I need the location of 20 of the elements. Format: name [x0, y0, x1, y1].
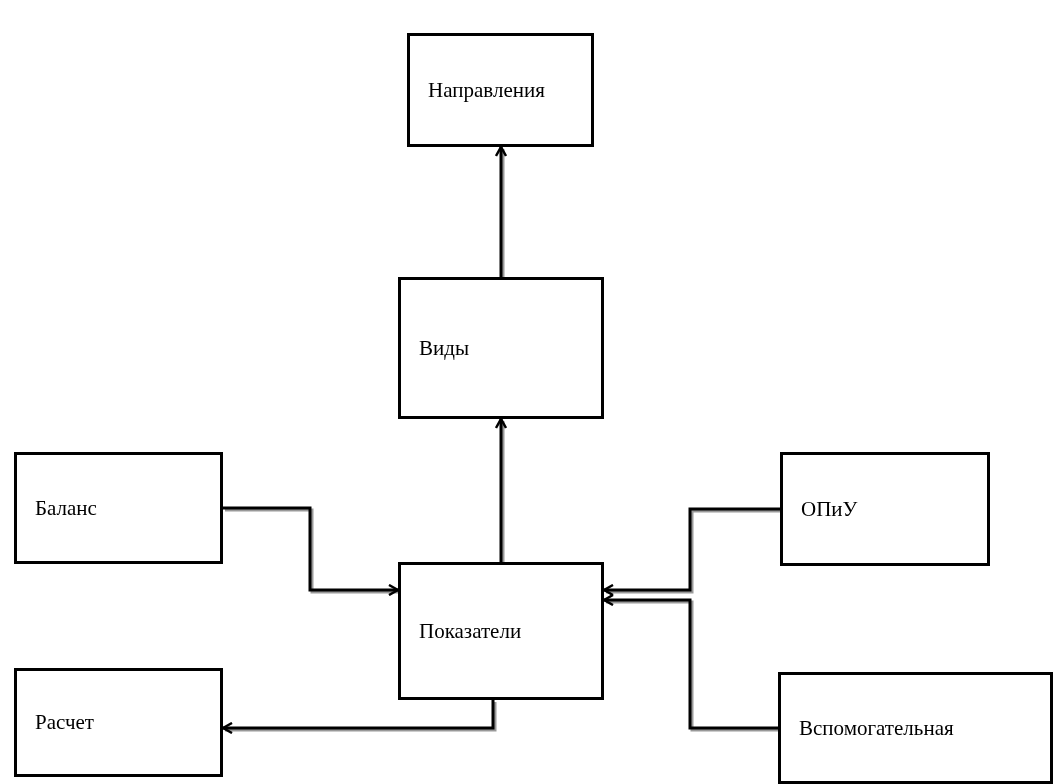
process-box — [14, 668, 223, 777]
process-box — [778, 672, 1053, 784]
arrow — [223, 506, 400, 597]
box-label: Баланс — [35, 495, 97, 521]
arrow — [494, 417, 508, 564]
process-box — [398, 562, 604, 700]
arrow — [494, 145, 508, 279]
box-label: Виды — [419, 335, 470, 361]
process-box — [398, 277, 604, 419]
arrow — [602, 507, 782, 597]
arrow — [602, 593, 780, 732]
box-label: Показатели — [419, 618, 522, 644]
arrow — [221, 700, 497, 735]
process-box — [14, 452, 223, 564]
box-label: Вспомогательная — [799, 715, 954, 741]
process-box — [780, 452, 990, 566]
box-label: Направления — [428, 77, 545, 103]
box-label: Расчет — [35, 710, 94, 735]
box-label: ОПиУ — [801, 496, 858, 522]
process-box — [407, 33, 594, 147]
